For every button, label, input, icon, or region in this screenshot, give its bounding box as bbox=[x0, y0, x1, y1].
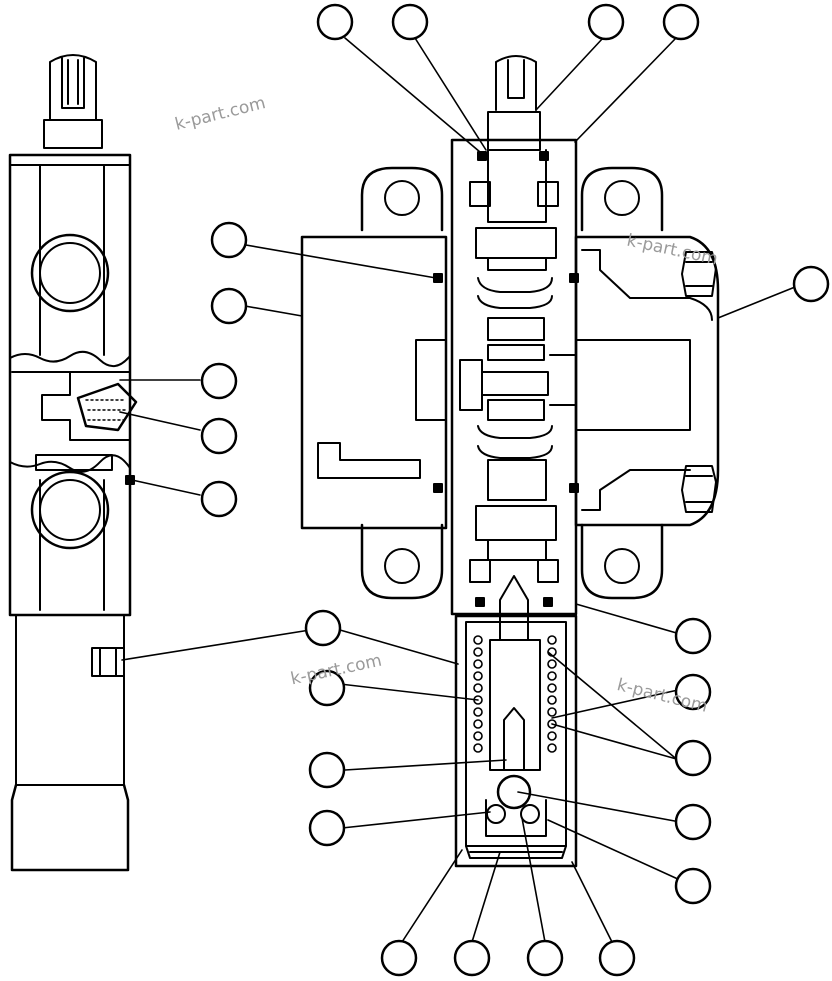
callout-bubble bbox=[200, 480, 238, 518]
section-view bbox=[300, 55, 720, 868]
callout-bubble bbox=[316, 3, 354, 41]
callout-bubble bbox=[200, 362, 238, 400]
callout-bubble bbox=[674, 673, 712, 711]
callout-bubble bbox=[662, 3, 700, 41]
callout-bubble bbox=[210, 287, 248, 325]
callout-bubble bbox=[210, 221, 248, 259]
callout-bubble bbox=[598, 939, 636, 977]
callout-bubble bbox=[308, 669, 346, 707]
callout-bubble bbox=[391, 3, 429, 41]
callout-bubble bbox=[792, 265, 830, 303]
callout-bubble bbox=[453, 939, 491, 977]
callout-bubble bbox=[674, 617, 712, 655]
callout-bubble bbox=[674, 867, 712, 905]
callout-bubble bbox=[674, 803, 712, 841]
callout-bubble bbox=[308, 809, 346, 847]
callout-bubble bbox=[587, 3, 625, 41]
side-view bbox=[8, 54, 138, 872]
callout-bubble bbox=[200, 417, 238, 455]
callout-bubble bbox=[304, 609, 342, 647]
callout-bubbles bbox=[200, 3, 830, 977]
leader-lines bbox=[119, 37, 801, 943]
callout-bubble bbox=[674, 739, 712, 777]
callout-bubble bbox=[380, 939, 418, 977]
callout-bubble bbox=[526, 939, 564, 977]
callout-bubble bbox=[308, 751, 346, 789]
